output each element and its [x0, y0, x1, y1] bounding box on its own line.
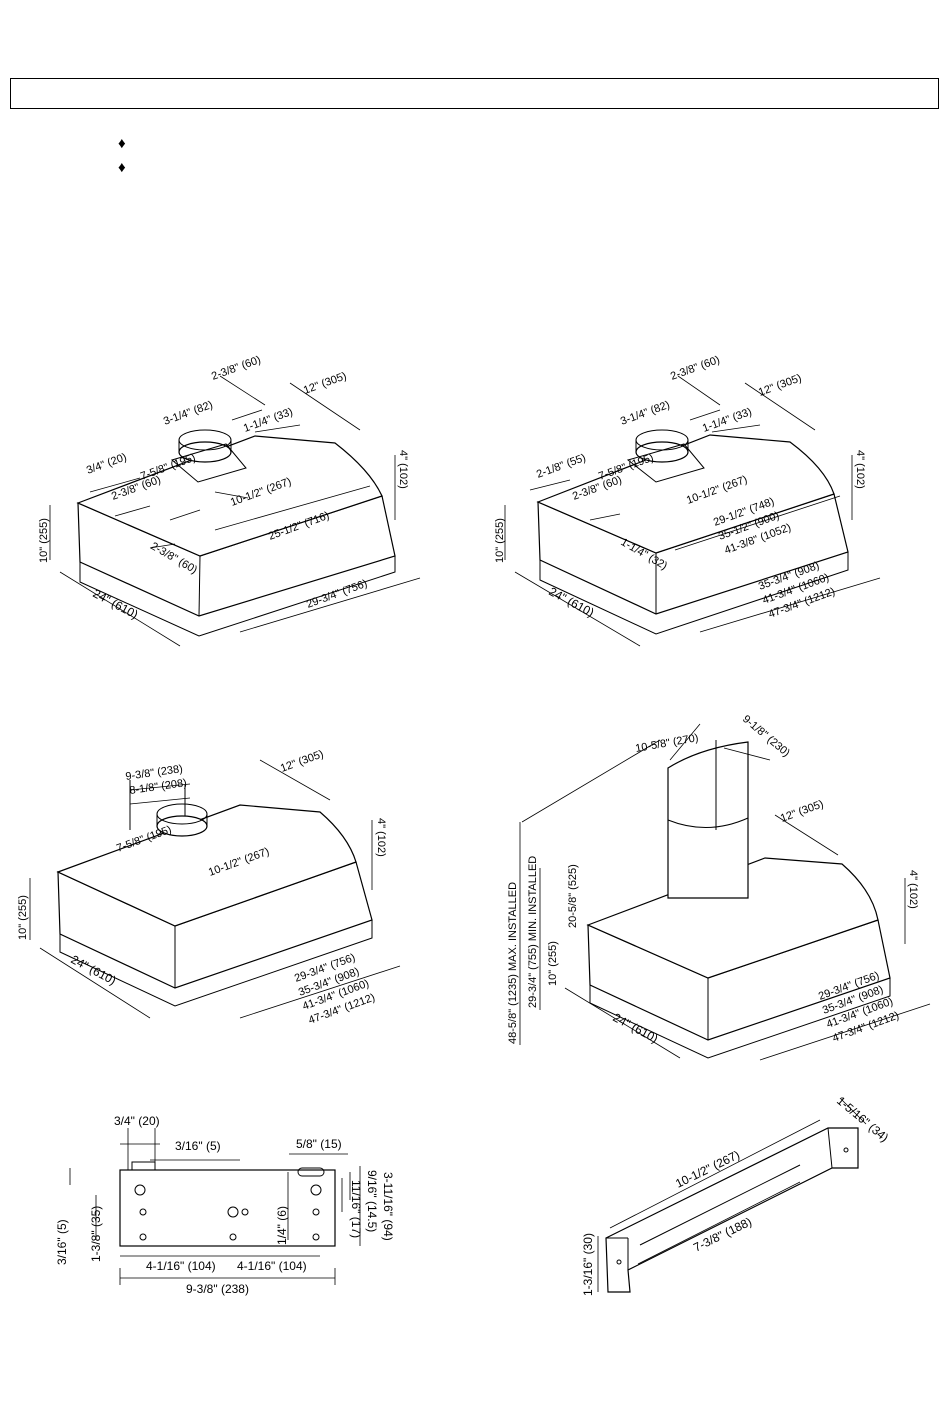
dim-text: 4" (102) — [397, 450, 409, 489]
dim-text: 3-1/4" (82) — [619, 399, 672, 428]
dim-text: 29-3/4" (756) — [305, 578, 369, 611]
dim-text: 1-1/4" (33) — [701, 406, 754, 435]
dim-text: 5/8" (15) — [296, 1137, 342, 1151]
dim-text: 10" (255) — [547, 941, 559, 986]
dim-text: 4" (102) — [854, 450, 866, 489]
dim-text: 48-5/8" (1235) MAX. INSTALLED — [507, 882, 519, 1044]
dim-text: 24" (610) — [547, 584, 597, 619]
dim-text: 1-1/4" (33) — [242, 406, 295, 435]
dim-text: 10" (255) — [38, 518, 50, 563]
hood-top-panel — [56, 804, 357, 927]
hood-top-panel — [536, 434, 835, 554]
dim-text: 4" (102) — [907, 870, 919, 909]
diagram-hood-2: 2-3/8" (60) 12" (305) 3-1/4" (82) 1-1/4"… — [494, 354, 881, 647]
dim-text: 24" (610) — [91, 586, 141, 621]
dim-text: 2-3/8" (60) — [210, 354, 263, 383]
dim-text: 10-5/8" (270) — [634, 732, 699, 755]
dim-text: 20-5/8" (525) — [567, 864, 579, 928]
dim-text: 9/16" (14.5) — [365, 1170, 379, 1232]
dim-text: 10" (255) — [17, 895, 29, 940]
dim-text: 3/16" (5) — [55, 1219, 69, 1265]
dim-text: 1-3/8" (35) — [89, 1206, 103, 1262]
diagram-hood-3: 9-3/8" (238) 8-1/8" (208) 12" (305) 4" (… — [17, 748, 401, 1027]
dim-text: 2-1/8" (55) — [535, 452, 588, 481]
diagram-hood-1: 2-3/8" (60) 12" (305) 3-1/4" (82) 1-1/4"… — [38, 354, 421, 647]
dim-text: 3-1/4" (82) — [162, 399, 215, 428]
bullet-1: ♦ — [118, 135, 126, 152]
dim-text: 12" (305) — [757, 372, 803, 399]
bullet-2: ♦ — [118, 159, 126, 176]
dim-text: 1/4" (6) — [275, 1206, 289, 1245]
dim-text: 24" (610) — [611, 1010, 661, 1045]
plate-outline — [119, 1169, 336, 1247]
dim-text: 12" (305) — [279, 748, 325, 775]
dim-text: 2-3/8" (60) — [669, 354, 722, 383]
section-header-box — [10, 78, 939, 109]
dim-text: 3/4" (20) — [114, 1114, 160, 1128]
dim-text: 12" (305) — [302, 370, 348, 397]
dim-text: 12" (305) — [779, 798, 825, 825]
dim-text: 11/16" (17) — [349, 1180, 363, 1238]
dim-text: 4-1/16" (104) — [237, 1259, 307, 1273]
hood-top-panel — [76, 435, 383, 557]
dim-text: 4" (102) — [375, 818, 387, 857]
diagram-hood-4: 10-5/8" (270) 9-1/8" (230) 12" (305) 4" … — [507, 713, 931, 1061]
dim-text: 3/16" (5) — [175, 1139, 221, 1153]
dim-text: 1-3/16" (30) — [581, 1233, 595, 1296]
dim-text: 3/4" (20) — [85, 451, 128, 477]
dim-text: 10" (255) — [494, 518, 506, 563]
dim-text: 3-11/16" (94) — [381, 1172, 395, 1241]
dim-text: 9-3/8" (238) — [186, 1282, 249, 1296]
diagram-mounting-plate: 3/4" (20) 3/16" (5) 5/8" (15) 3-11/16" (… — [55, 1114, 395, 1296]
dim-text: 29-3/4" (755) MIN. INSTALLED — [527, 856, 539, 1008]
dim-text: 4-1/16" (104) — [146, 1259, 216, 1273]
hood-top-panel — [586, 857, 879, 979]
diagram-angle-bracket: 1-5/16" (34) 10-1/2" (267) 7-3/8" (188) … — [581, 1094, 891, 1296]
chimney — [667, 741, 749, 899]
